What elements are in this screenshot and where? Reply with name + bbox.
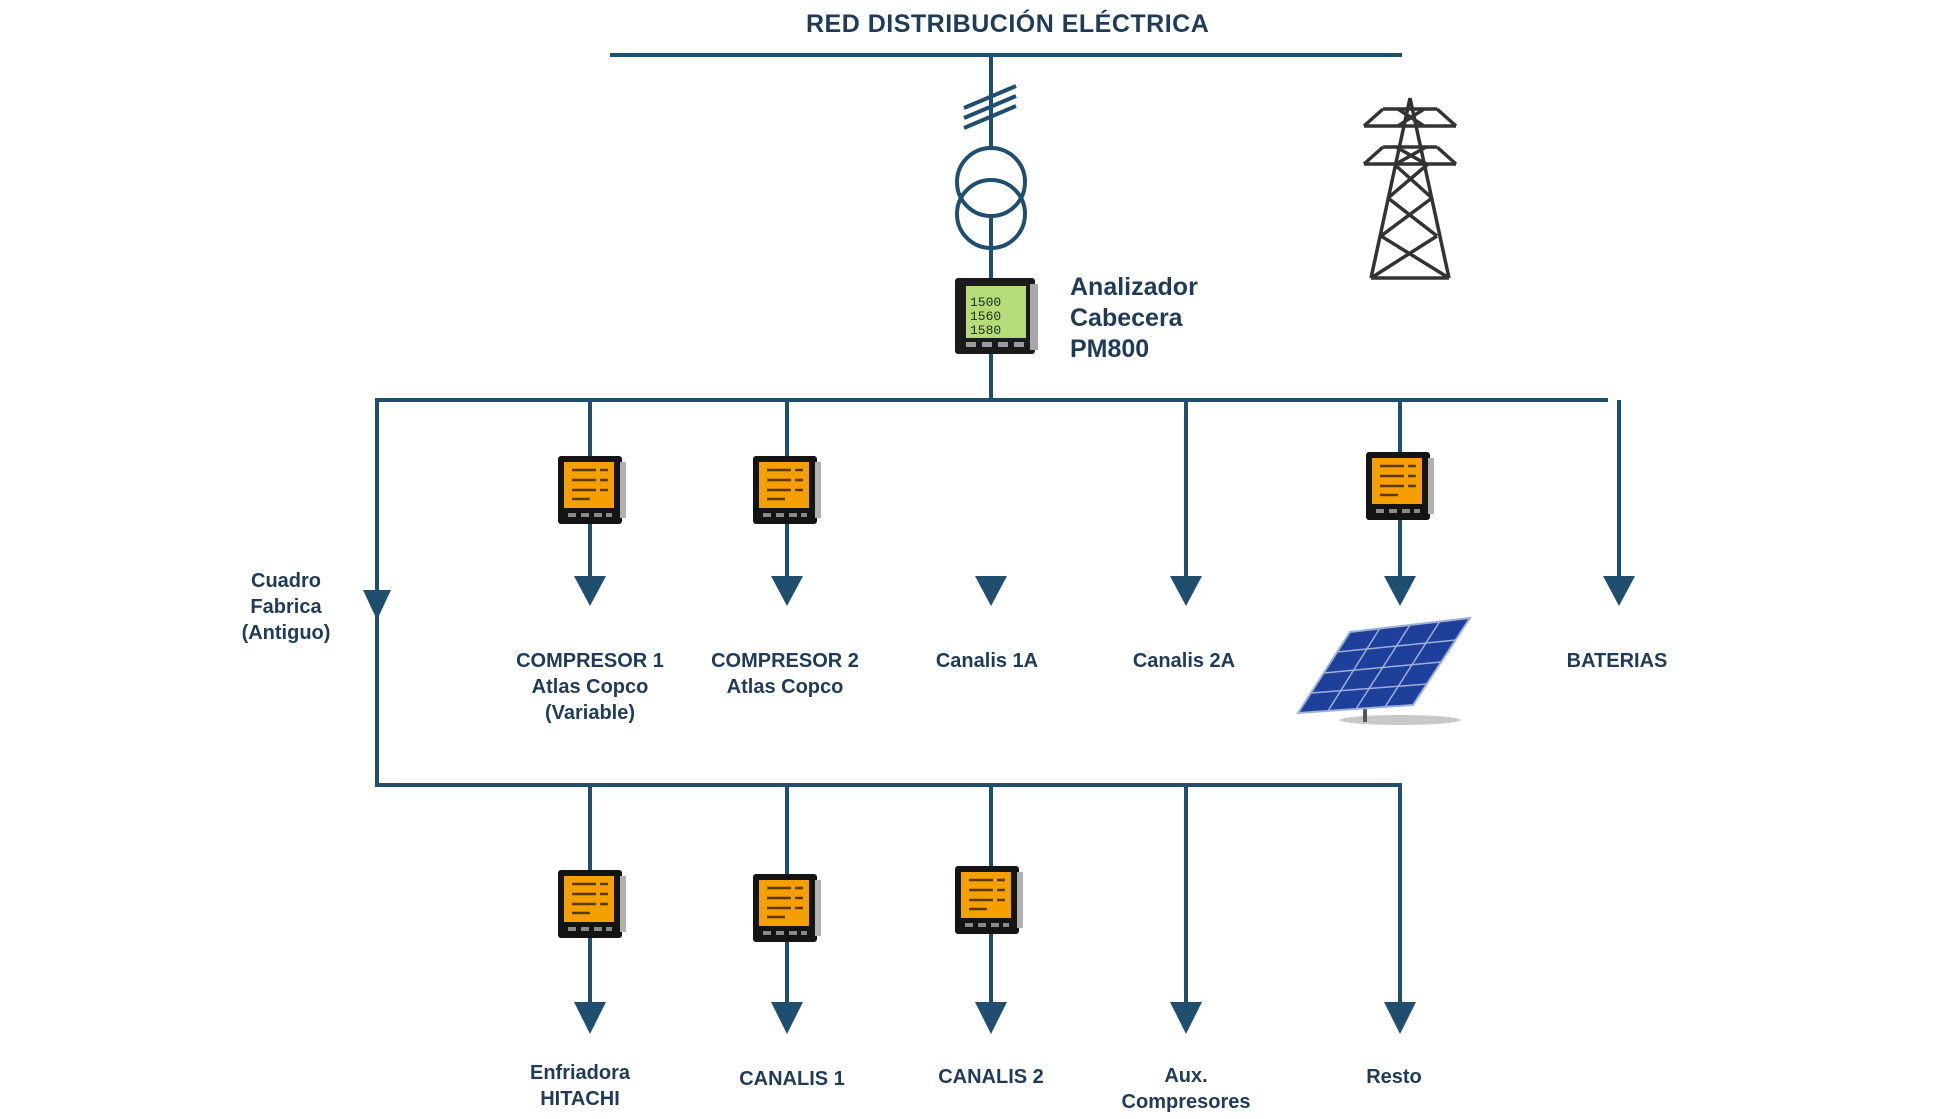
power-meter-icon <box>751 454 823 526</box>
head-meter-label: Analizador Cabecera PM800 <box>1070 273 1198 363</box>
feeder-label-canalis-2: CANALIS 2 <box>938 1066 1044 1088</box>
transformer-icon <box>955 146 1027 250</box>
top-feeder-solar <box>1364 400 1436 606</box>
feeder-label-compresor-1: COMPRESOR 1 Atlas Copco (Variable) <box>516 650 664 724</box>
top-feeder-canalis-1a <box>975 576 1007 606</box>
cuadro-fabrica-label: Cuadro Fabrica (Antiguo) <box>241 570 331 644</box>
power-meter-icon <box>1364 450 1436 522</box>
top-feeder-baterias <box>1603 400 1635 606</box>
transmission-tower-icon <box>1362 97 1458 280</box>
feeder-label-resto: Resto <box>1366 1066 1422 1088</box>
power-meter-icon <box>556 868 628 940</box>
power-meter-icon <box>556 454 628 526</box>
power-meter-icon <box>751 872 823 944</box>
arrow-cuadro-fabrica <box>363 590 391 620</box>
bottom-feeder-enfriadora <box>556 785 628 1034</box>
bottom-feeder-canalis-1 <box>751 785 823 1034</box>
top-feeder-canalis-2a <box>1170 400 1202 606</box>
bottom-feeder-resto <box>1384 785 1416 1034</box>
feeder-label-aux-compresores: Aux. Compresores <box>1121 1065 1251 1113</box>
top-feeder-compresor-2 <box>751 400 823 606</box>
three-phase-marks <box>963 84 1017 130</box>
svg-text:1580: 1580 <box>970 323 1001 338</box>
solar-panel-icon <box>1296 616 1473 725</box>
top-feeder-compresor-1 <box>556 400 628 606</box>
feeder-label-canalis-2a: Canalis 2A <box>1132 650 1236 672</box>
feeder-label-canalis-1a: Canalis 1A <box>935 650 1039 672</box>
bottom-feeder-canalis-2 <box>953 785 1025 1034</box>
feeder-label-enfriadora: Enfriadora HITACHI <box>529 1062 631 1110</box>
feeder-label-compresor-2: COMPRESOR 2 Atlas Copco <box>711 650 859 698</box>
svg-text:1560: 1560 <box>970 309 1001 324</box>
power-meter-icon <box>953 864 1025 936</box>
bottom-feeder-aux-compresores <box>1170 785 1202 1034</box>
svg-text:1500: 1500 <box>970 295 1001 310</box>
feeder-label-baterias: BATERIAS <box>1566 650 1668 672</box>
diagram-title: RED DISTRIBUCIÓN ELÉCTRICA <box>806 10 1210 38</box>
head-meter-icon: 1500 1560 1580 <box>955 278 1038 354</box>
feeder-label-canalis-1: CANALIS 1 <box>739 1068 845 1090</box>
